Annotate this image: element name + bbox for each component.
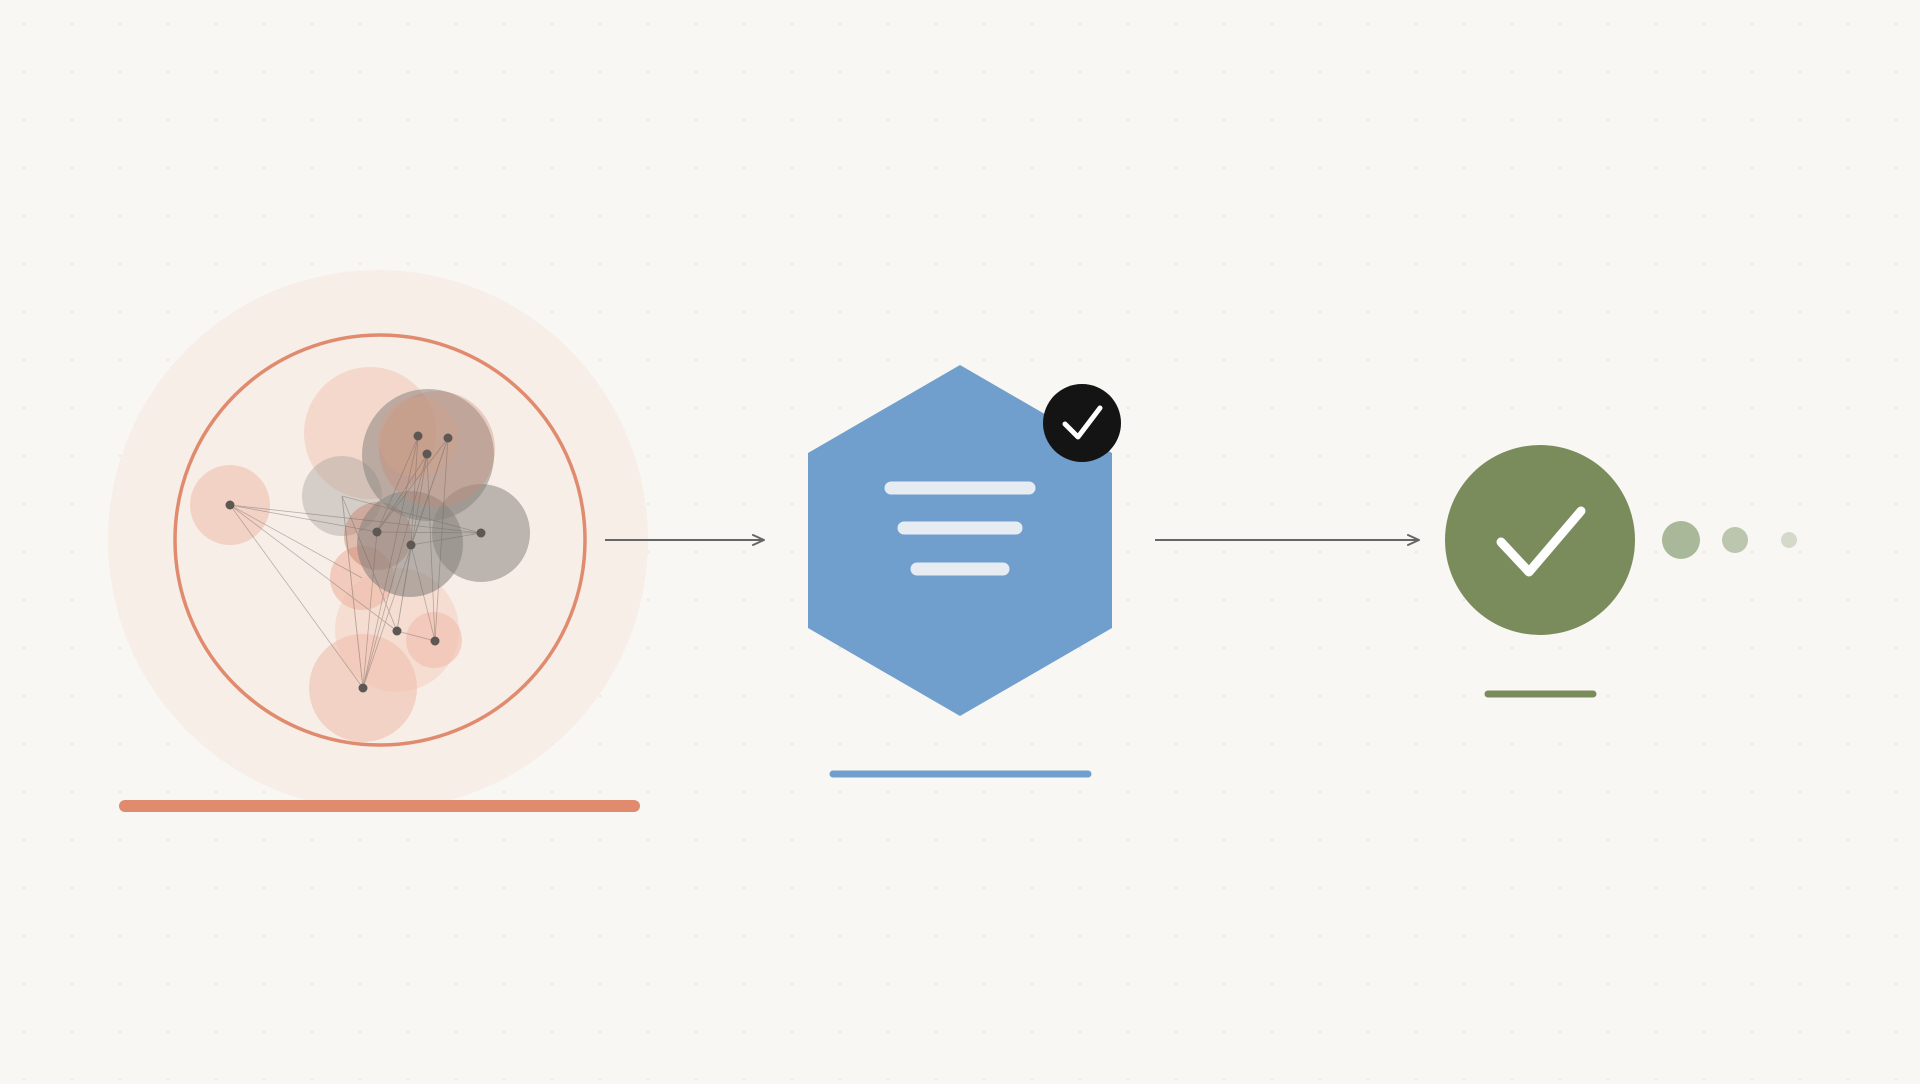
cluster-links (229, 436, 482, 689)
cluster-ring (173, 333, 587, 747)
cluster-stage (108, 270, 648, 812)
network-cluster-icon (190, 367, 530, 742)
document-hexagon (808, 365, 1112, 716)
document-stage (808, 365, 1121, 778)
check-badge-icon (1043, 384, 1121, 462)
check-circle-icon (1445, 445, 1635, 635)
continuation-dots (1662, 521, 1797, 559)
approved-stage (1445, 445, 1797, 698)
document-lines-icon (884, 481, 1036, 576)
cluster-nodes (225, 431, 486, 693)
